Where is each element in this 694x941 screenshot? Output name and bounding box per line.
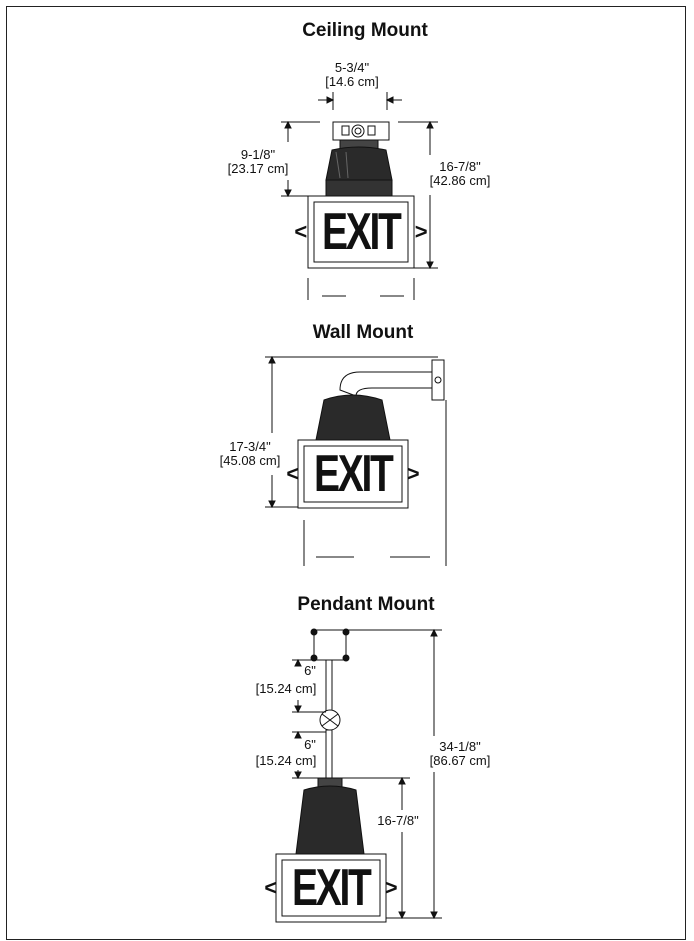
ceiling-exit-sign: < EXIT > xyxy=(294,196,427,268)
ceiling-exit-label: EXIT xyxy=(322,203,402,261)
pendant-total-length-inches: 34-1/8" xyxy=(439,739,481,754)
ceiling-mount-title: Ceiling Mount xyxy=(302,20,428,41)
wall-left-arrow: < xyxy=(286,461,300,486)
pendant-left-arrow: < xyxy=(264,875,278,900)
pendant-exit-label: EXIT xyxy=(292,859,372,917)
ceiling-right-arrow: > xyxy=(414,219,428,244)
pendant-upper-length-inches: 6" xyxy=(304,663,316,678)
ceiling-total-height-cm: [42.86 cm] xyxy=(429,173,491,188)
wall-exit-label: EXIT xyxy=(314,445,394,503)
ceiling-upper-height-cm: [23.17 cm] xyxy=(227,161,289,176)
pendant-fixture-height-inches: 16-7/8" xyxy=(377,813,419,828)
drawing-frame xyxy=(6,6,686,940)
ceiling-left-arrow: < xyxy=(294,219,308,244)
wall-height-cm: [45.08 cm] xyxy=(219,453,281,468)
pendant-total-length-cm: [86.67 cm] xyxy=(429,753,491,768)
pendant-exit-sign: < EXIT > xyxy=(264,854,397,922)
pendant-mount-title: Pendant Mount xyxy=(297,594,435,615)
wall-right-arrow: > xyxy=(406,461,420,486)
ceiling-upper-height-inches: 9-1/8" xyxy=(240,147,276,162)
pendant-right-arrow: > xyxy=(384,875,398,900)
wall-height-inches: 17-3/4" xyxy=(229,439,271,454)
ceiling-width-inches: 5-3/4" xyxy=(334,60,370,75)
wall-mount-title: Wall Mount xyxy=(312,322,414,343)
pendant-lower-length-cm: [15.24 cm] xyxy=(255,753,317,768)
pendant-lower-length-inches: 6" xyxy=(304,737,316,752)
wall-exit-sign: < EXIT > xyxy=(286,440,419,508)
pendant-upper-length-cm: [15.24 cm] xyxy=(255,681,317,696)
ceiling-width-cm: [14.6 cm] xyxy=(325,74,379,89)
ceiling-total-height-inches: 16-7/8" xyxy=(439,159,481,174)
